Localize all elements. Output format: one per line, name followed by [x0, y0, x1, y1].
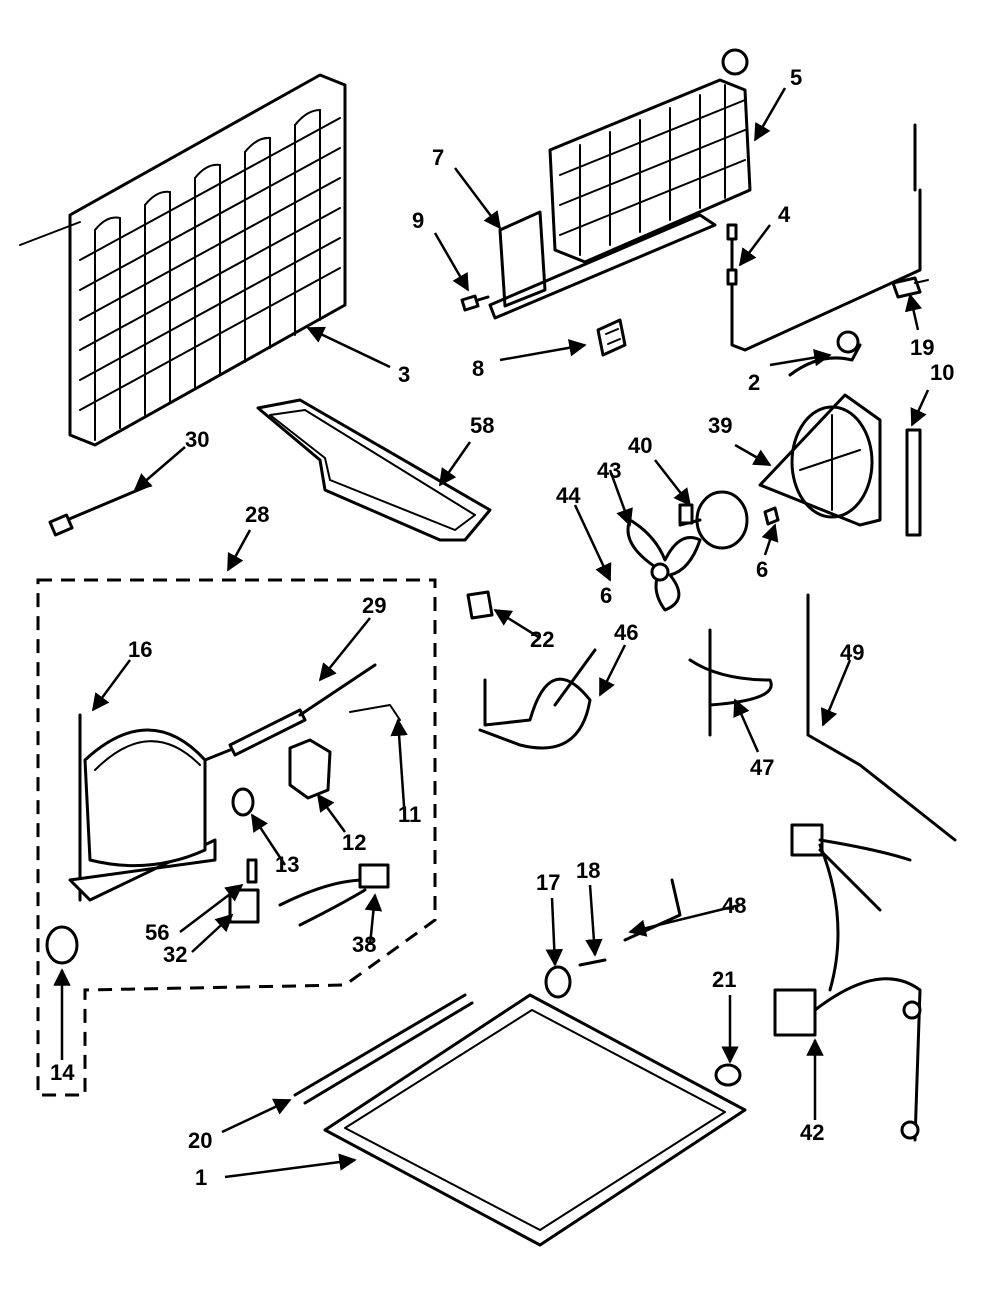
callout-16: 16 — [128, 637, 152, 662]
grommet-part-21 — [714, 1063, 742, 1087]
callout-3: 3 — [398, 362, 410, 387]
base-part — [323, 993, 747, 1247]
screw-part-6 — [763, 506, 780, 526]
caster-part-17 — [544, 958, 607, 999]
fan-motor-part — [678, 490, 749, 550]
callout-14: 14 — [50, 1060, 75, 1085]
leader-lines — [53, 87, 930, 1179]
tube-part-47 — [688, 628, 773, 737]
callout-7: 7 — [432, 145, 444, 170]
callout-labels: 3 7 9 8 5 4 19 2 10 39 40 43 44 6 6 58 3… — [50, 65, 954, 1190]
drain-tube-part-46 — [478, 648, 597, 750]
callout-44: 44 — [556, 483, 581, 508]
callout-22: 22 — [530, 627, 554, 652]
callout-28: 28 — [245, 502, 269, 527]
callout-9: 9 — [412, 208, 424, 233]
bracket-part-22 — [466, 590, 494, 620]
callout-21: 21 — [712, 967, 736, 992]
callout-8: 8 — [472, 356, 484, 381]
callout-29: 29 — [362, 593, 386, 618]
harness-part-2 — [788, 330, 862, 377]
callout-4: 4 — [778, 202, 791, 227]
callout-6b: 6 — [600, 583, 612, 608]
compressor-part — [68, 728, 217, 902]
callout-5: 5 — [790, 65, 802, 90]
bracket-part-11 — [349, 704, 401, 721]
callout-17: 17 — [536, 870, 560, 895]
filter-drier-part — [203, 663, 377, 762]
callout-6a: 6 — [756, 557, 768, 582]
callout-18: 18 — [576, 858, 600, 883]
callout-48: 48 — [722, 893, 746, 918]
heater-wire-part — [726, 123, 922, 352]
evaporator-part — [488, 48, 752, 320]
grommet-part-14 — [45, 925, 79, 965]
tube-part-49 — [806, 593, 957, 842]
callout-47: 47 — [750, 755, 774, 780]
callout-43: 43 — [597, 458, 621, 483]
callout-20: 20 — [188, 1128, 212, 1153]
callout-10: 10 — [930, 360, 954, 385]
fan-shroud-part — [758, 393, 882, 527]
callout-30: 30 — [185, 427, 209, 452]
capacitor-part-32 — [228, 858, 260, 924]
overload-part-13 — [231, 787, 255, 817]
fan-blade-part — [626, 518, 702, 612]
screw-part-9 — [460, 294, 490, 312]
callout-38: 38 — [352, 932, 376, 957]
tube-part-30 — [48, 483, 152, 537]
condenser-coil-part — [19, 73, 347, 447]
callout-1: 1 — [195, 1165, 207, 1190]
callout-49: 49 — [840, 640, 864, 665]
callout-58: 58 — [470, 413, 494, 438]
callout-12: 12 — [342, 830, 366, 855]
callout-13: 13 — [275, 852, 299, 877]
callout-46: 46 — [614, 620, 638, 645]
callout-40: 40 — [628, 433, 652, 458]
callout-19: 19 — [910, 335, 934, 360]
drain-pan-part — [256, 398, 492, 542]
clip-part-8 — [596, 318, 627, 357]
connector-part-19 — [891, 276, 929, 299]
callout-11: 11 — [398, 802, 421, 827]
callout-32: 32 — [163, 942, 187, 967]
strip-part-10 — [905, 428, 922, 537]
callout-56: 56 — [145, 920, 169, 945]
rail-part-20 — [293, 993, 474, 1105]
compressor-group-box — [36, 578, 437, 1097]
callout-2: 2 — [748, 370, 760, 395]
wiring-harness-part — [773, 823, 922, 1142]
relay-part-12 — [288, 738, 332, 800]
cord-part-38 — [278, 863, 390, 927]
callout-39: 39 — [708, 413, 732, 438]
callout-42: 42 — [800, 1120, 824, 1145]
